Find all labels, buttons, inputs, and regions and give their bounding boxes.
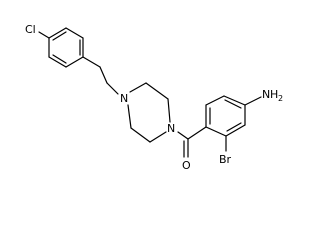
bond <box>48 27 67 39</box>
nh2-bond <box>244 96 262 106</box>
carbonyl-group <box>177 126 207 158</box>
bond <box>145 82 169 100</box>
amine-n-label: N <box>262 88 270 101</box>
bond <box>205 126 227 137</box>
bond <box>127 104 132 129</box>
bond <box>224 99 242 109</box>
bond <box>48 56 67 68</box>
bond <box>52 31 67 41</box>
piperazine-ring <box>127 82 171 143</box>
bond <box>223 95 246 106</box>
carbonyl-oxygen-label: O <box>182 159 191 172</box>
bond <box>65 56 84 68</box>
bond <box>177 131 189 140</box>
ethyl-linker <box>82 56 119 95</box>
bond <box>65 27 84 39</box>
chlorophenyl-ring <box>48 27 84 68</box>
bond <box>106 82 119 95</box>
bond <box>130 127 151 143</box>
bromine-label: Br <box>219 153 232 166</box>
aminobromophenyl-ring <box>205 95 246 137</box>
cl-bond <box>38 31 50 39</box>
bond <box>82 56 101 68</box>
bond <box>187 126 207 140</box>
amine-h-label: H <box>270 88 278 101</box>
piperazine-n-top-label: N <box>120 92 128 105</box>
amine-h-count-label: 2 <box>278 94 283 103</box>
bond <box>167 98 171 123</box>
piperazine-n-bottom-label: N <box>167 122 175 135</box>
bond <box>129 82 147 93</box>
bond <box>149 131 167 143</box>
bond <box>205 95 225 106</box>
bond <box>99 66 108 84</box>
bond <box>52 54 67 64</box>
bond <box>225 124 246 137</box>
chlorine-label: Cl <box>25 23 36 36</box>
bond <box>226 122 242 132</box>
structure-canvas: Cl N N O Br N H 2 <box>25 23 283 172</box>
